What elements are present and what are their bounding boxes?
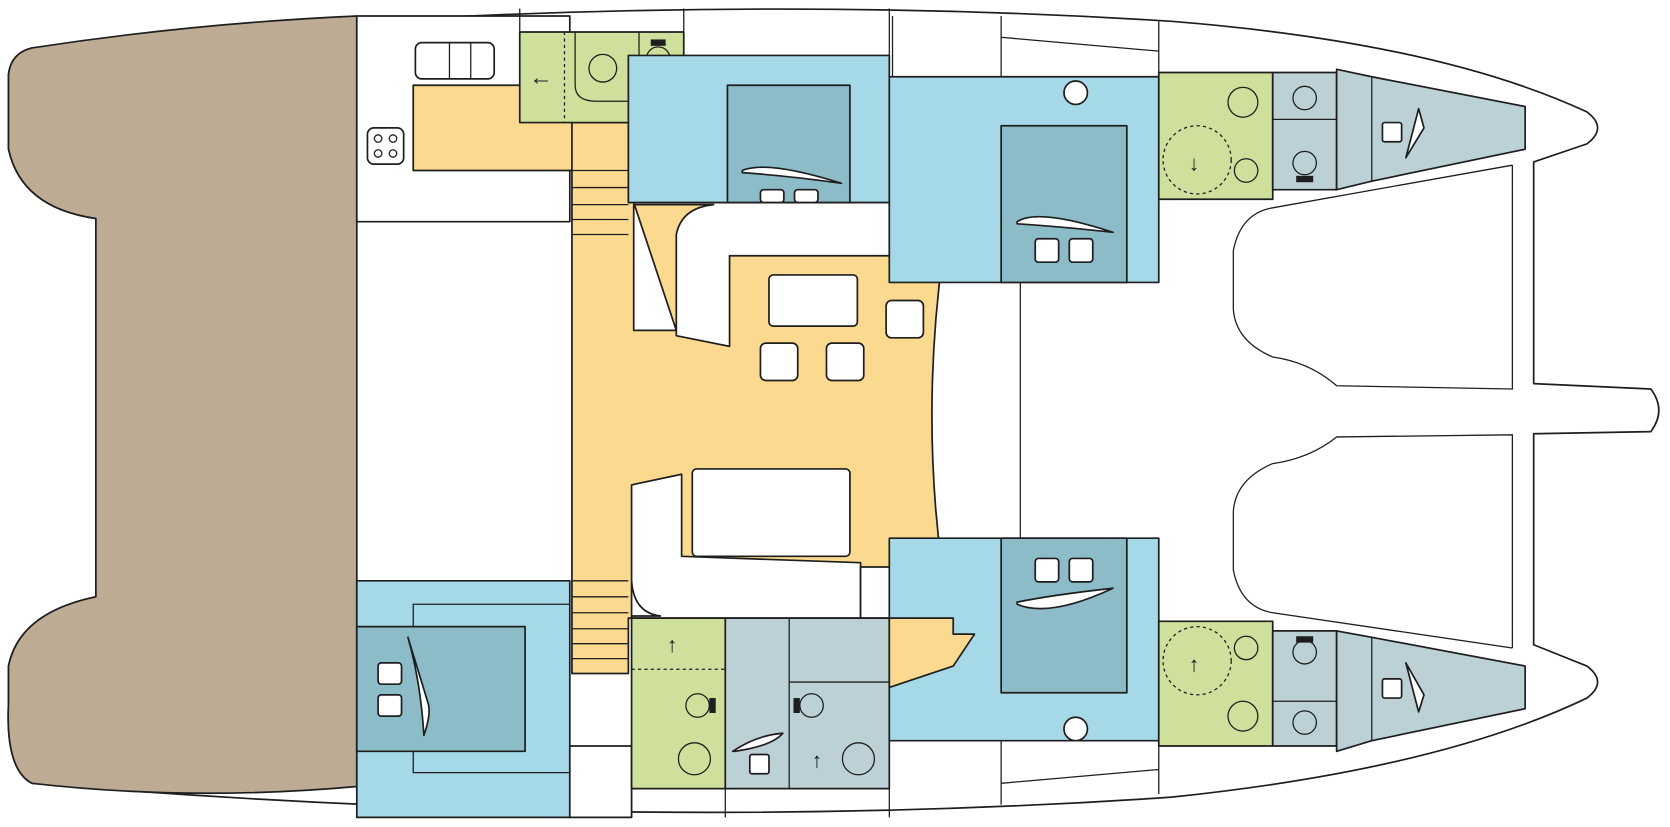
- cockpit-area: [7, 15, 358, 795]
- storage-top: [1271, 71, 1338, 191]
- bed-top-forward: [1000, 124, 1128, 284]
- sink-icon: [414, 41, 496, 80]
- sink-icon: [1227, 86, 1259, 118]
- stove-icon: [366, 127, 405, 165]
- arrow-up-icon: ↑: [667, 633, 678, 657]
- stairs-top-left: [571, 169, 629, 236]
- bed-top-aft: [726, 84, 851, 204]
- bed-bottom-forward: [1000, 537, 1128, 694]
- stool: [885, 299, 925, 339]
- head-top-forward: [1157, 71, 1274, 201]
- stool: [759, 342, 799, 382]
- toilet-icon: [1233, 158, 1259, 183]
- trampoline-outline: [1232, 164, 1514, 390]
- svg-text:↓: ↓: [1189, 152, 1200, 176]
- porthole: [1063, 716, 1089, 742]
- shower-icon: [588, 53, 618, 83]
- stairs-bottom-left: [571, 580, 629, 660]
- head-bottom-forward: [1157, 620, 1274, 747]
- svg-text:↑: ↑: [1189, 652, 1200, 676]
- shower-icon: [1162, 125, 1232, 195]
- salon-sofa-bottom: [630, 473, 862, 619]
- salon-table-bottom: [691, 468, 851, 558]
- salon-sofa-top: [632, 201, 891, 348]
- storage-bottom: [1271, 630, 1338, 747]
- stool: [825, 342, 865, 382]
- salon-table-top: [768, 274, 859, 327]
- porthole: [1063, 80, 1089, 106]
- svg-text:↑: ↑: [812, 748, 823, 772]
- arrow-left-icon: ←: [529, 64, 552, 90]
- bed-bottom-aft: [355, 625, 526, 753]
- shower-icon: [1162, 626, 1232, 696]
